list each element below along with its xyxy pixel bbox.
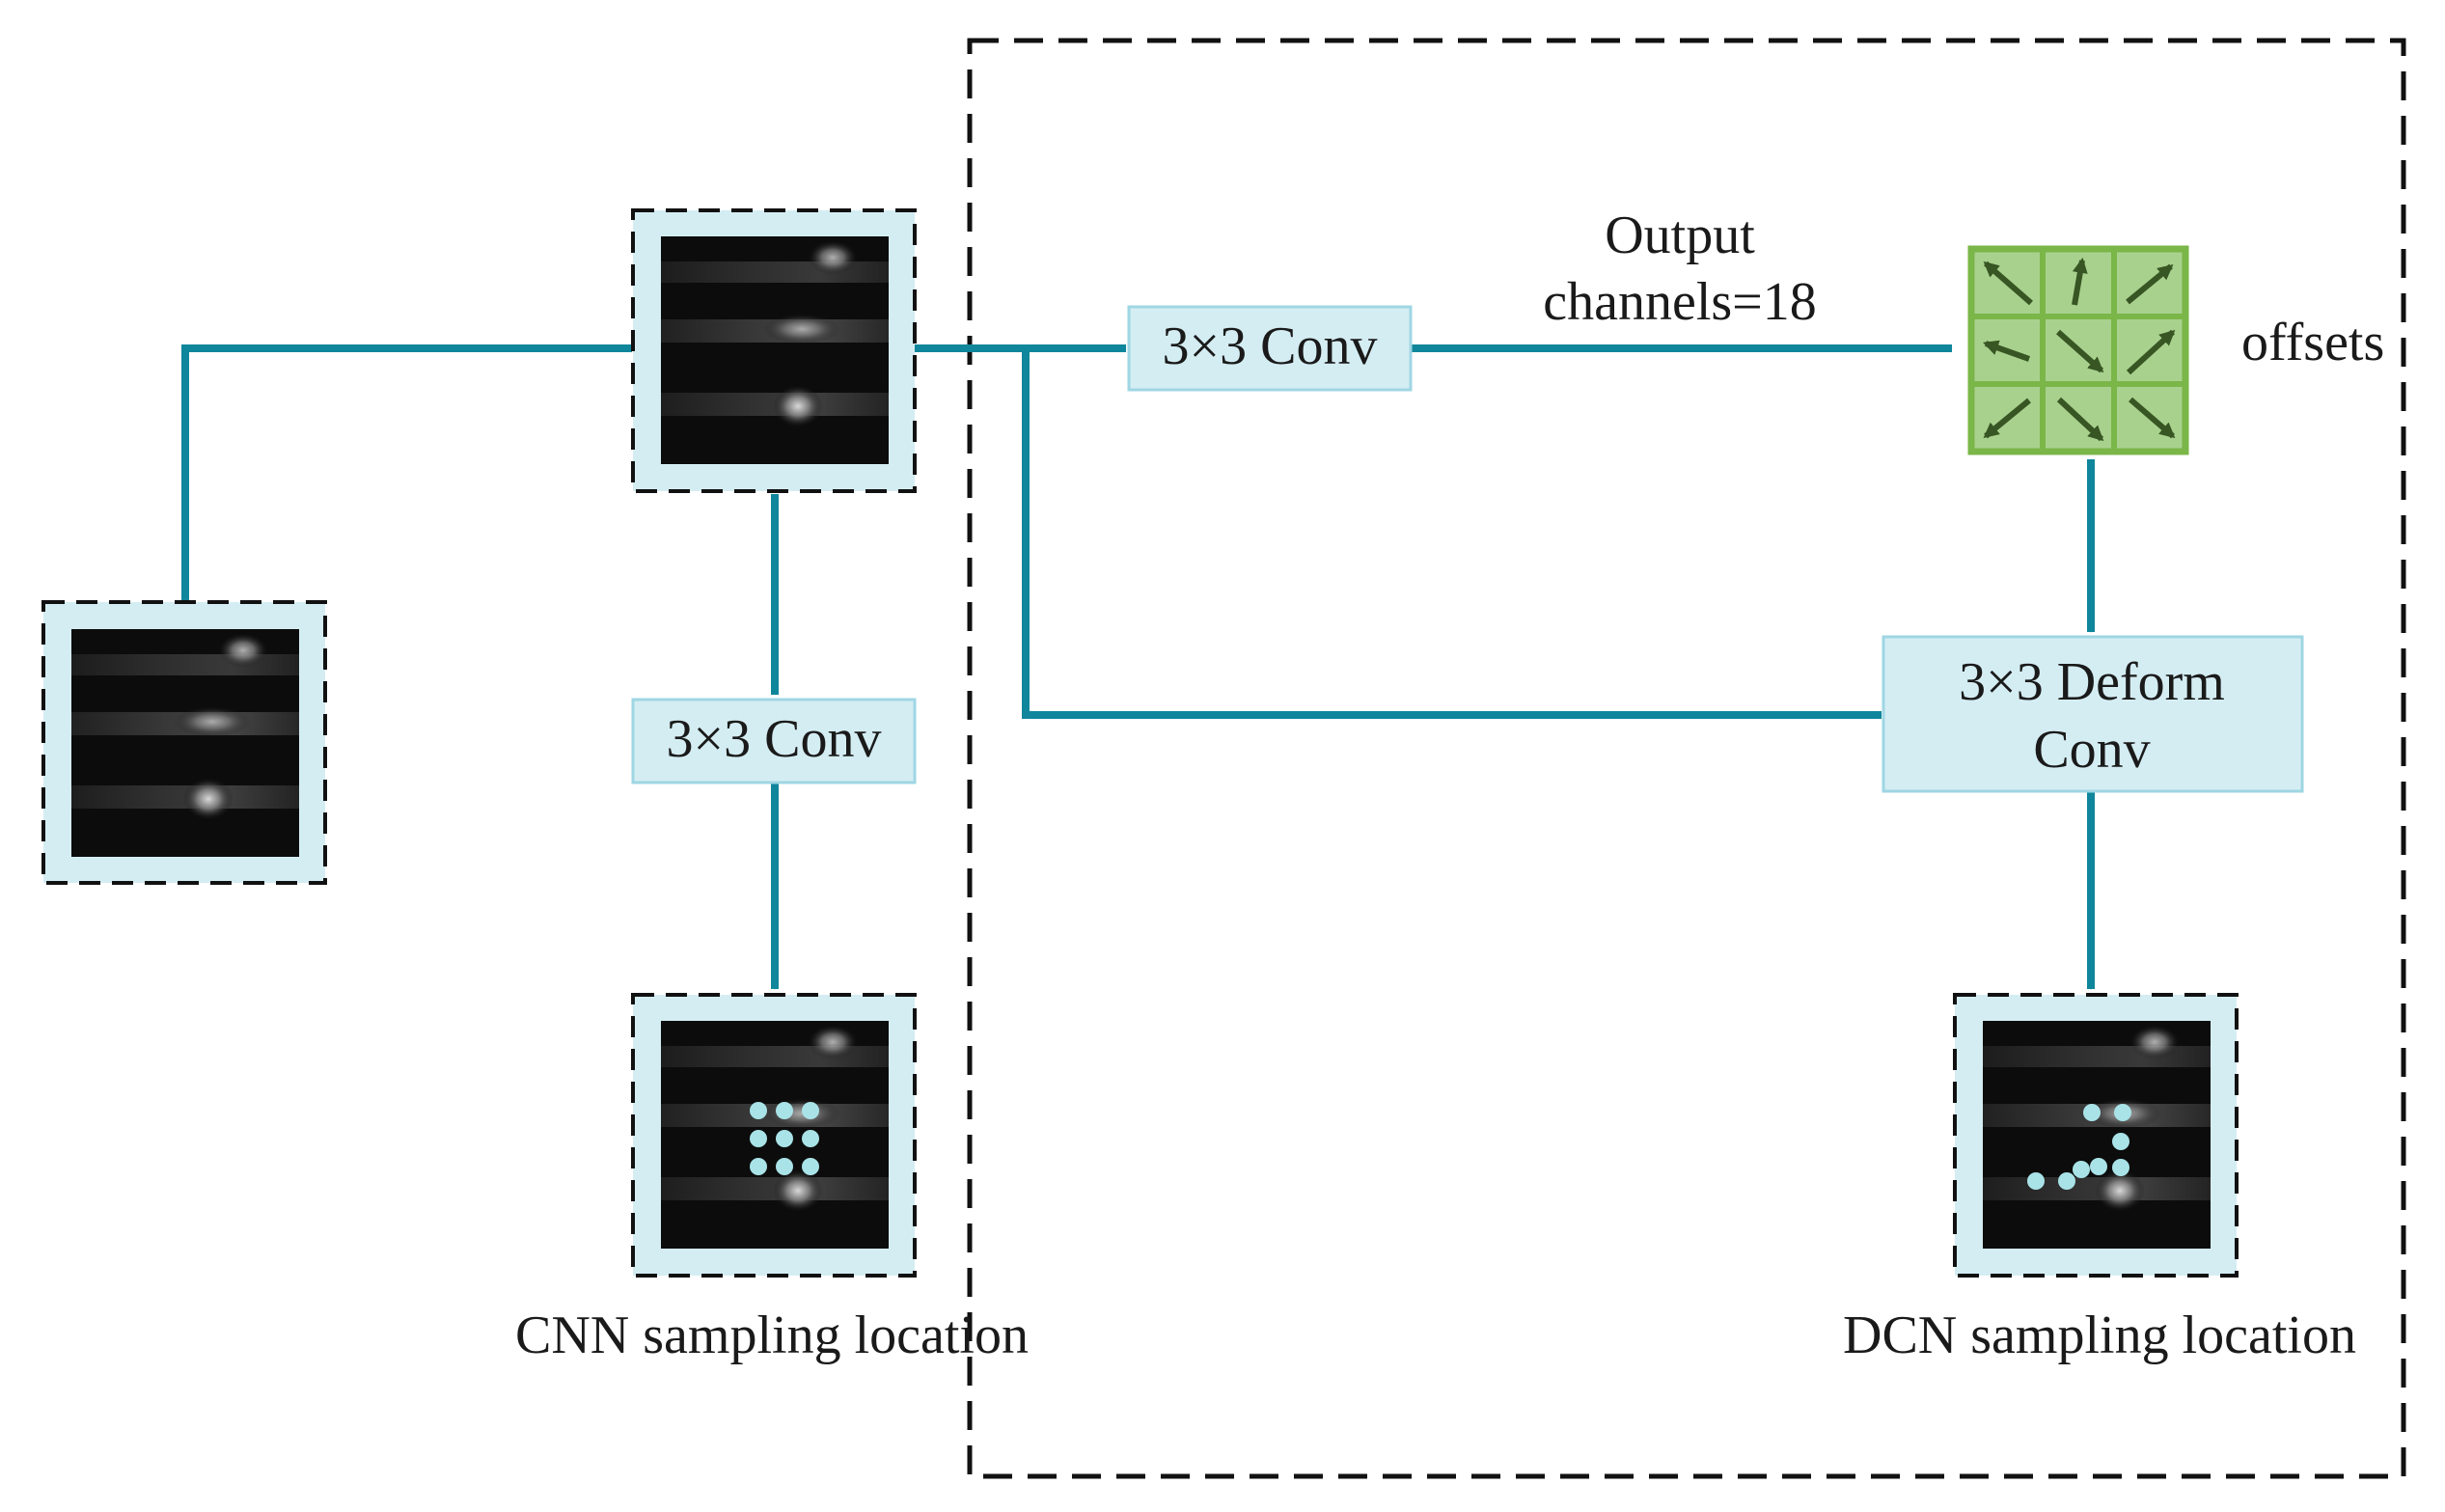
offset-arrow-icon bbox=[1983, 261, 2033, 306]
offsets-grid bbox=[1967, 245, 2189, 455]
offset-arrow-icon bbox=[2126, 329, 2176, 375]
offset-arrow-icon bbox=[2056, 329, 2104, 373]
offset-arrow-icon bbox=[1983, 398, 2031, 439]
conv-top-label: 3×3 Conv bbox=[1163, 316, 1378, 376]
deform-conv-box bbox=[1882, 635, 2304, 793]
offsets-label: offsets bbox=[2241, 313, 2384, 372]
deformed-sampling-points bbox=[2027, 1104, 2131, 1190]
dcn-sampling-map bbox=[1953, 993, 2239, 1278]
offset-arrow-icon bbox=[1982, 340, 2031, 362]
conv-box-left bbox=[631, 698, 917, 784]
arrow-input-to-feature bbox=[181, 344, 633, 604]
connectors bbox=[181, 344, 2095, 990]
regular-sampling-points bbox=[750, 1102, 819, 1175]
dcn-sampling-caption: DCN sampling location bbox=[1843, 1306, 2356, 1365]
deform-conv-label-line1: 3×3 Deform bbox=[1959, 652, 2225, 712]
deform-conv-label-line2: Conv bbox=[2033, 720, 2150, 780]
dcn-region-dashed-border bbox=[967, 38, 2406, 1479]
arrow-feature-to-deform-conv bbox=[1022, 348, 1882, 719]
conv-box-top bbox=[1127, 305, 1413, 392]
offset-arrow-icon bbox=[2129, 397, 2176, 439]
output-channels-label-line2: channels=18 bbox=[1543, 272, 1817, 332]
feature-map bbox=[631, 208, 917, 493]
cnn-sampling-map bbox=[631, 993, 917, 1278]
offset-arrow-icon bbox=[2126, 263, 2174, 305]
input-feature-map bbox=[41, 600, 327, 885]
output-channels-label-line1: Output bbox=[1605, 206, 1755, 265]
offset-arrow-icon bbox=[2072, 257, 2088, 306]
offset-arrow-icon bbox=[2056, 397, 2104, 442]
cnn-sampling-caption: CNN sampling location bbox=[515, 1306, 1029, 1365]
conv-left-label: 3×3 Conv bbox=[667, 709, 882, 769]
